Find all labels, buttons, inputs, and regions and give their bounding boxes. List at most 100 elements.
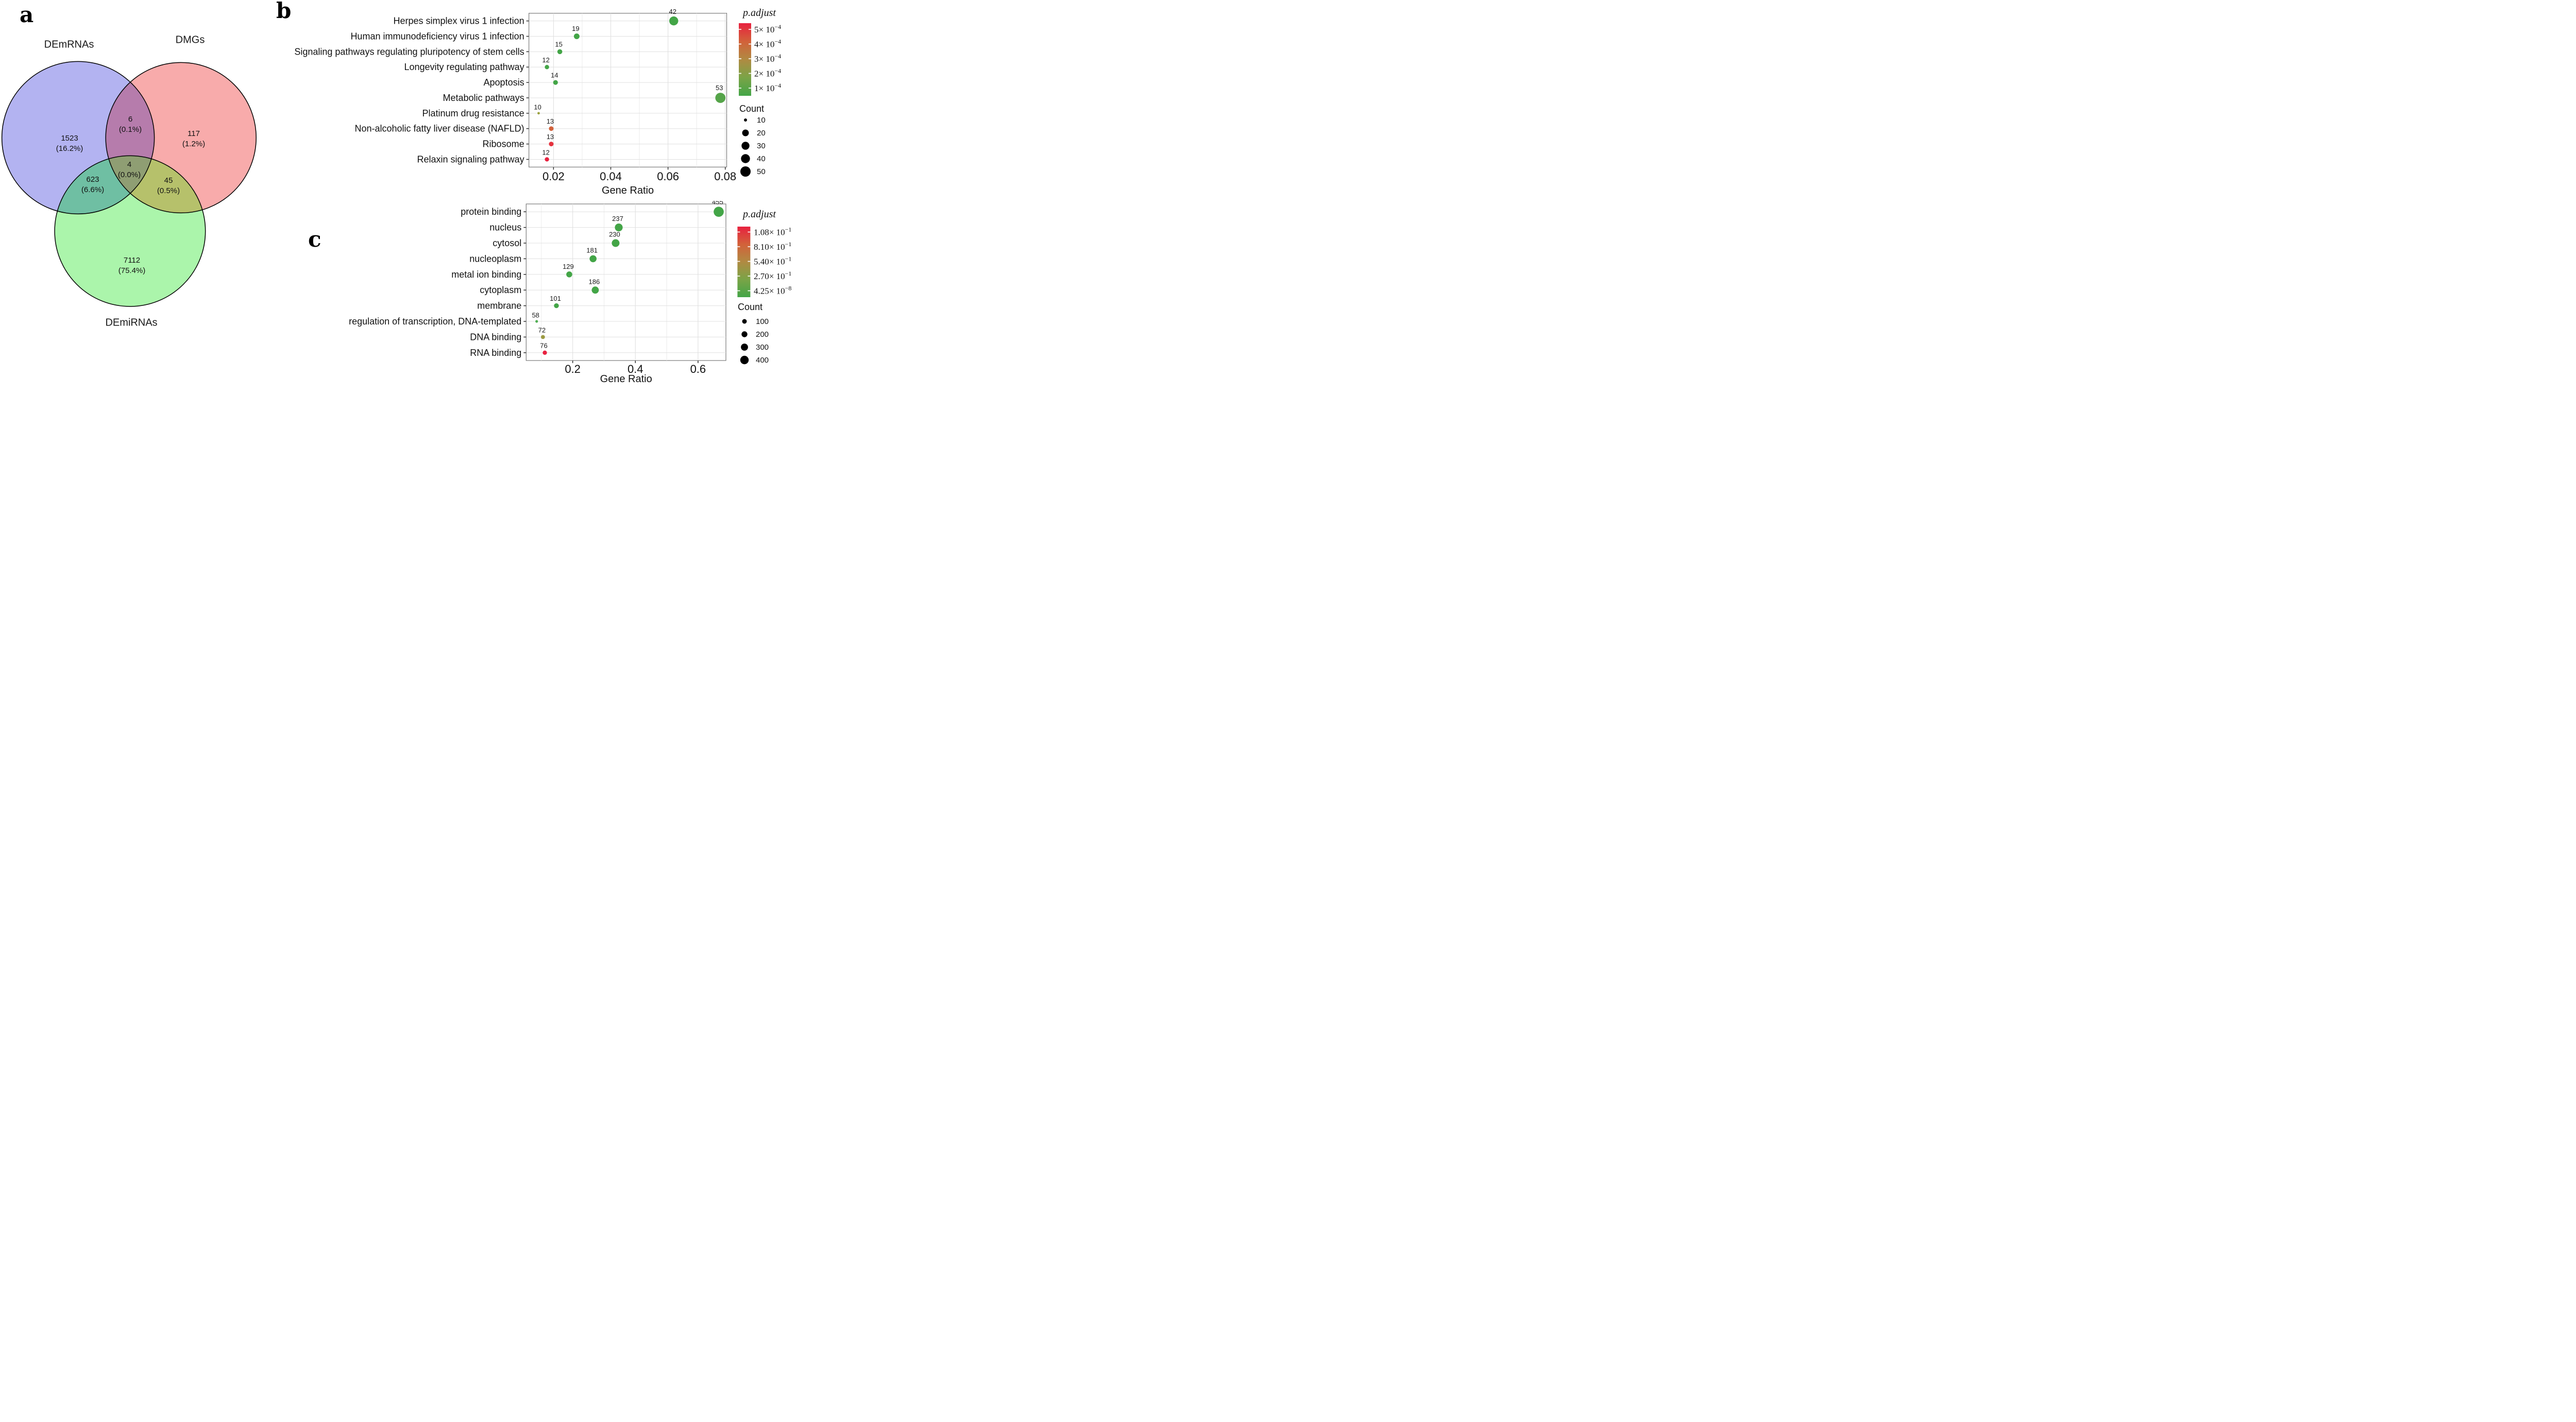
count-label: 58	[532, 311, 539, 319]
venn-set-label-demirnas: DEmiRNAs	[105, 317, 158, 329]
region-value: 45	[164, 176, 173, 185]
data-point	[549, 142, 554, 147]
panel-letter-c: c	[308, 227, 321, 252]
venn-outline	[105, 62, 257, 214]
count-legend-label: 10	[757, 116, 766, 125]
data-point	[591, 286, 599, 294]
region-value: 4	[127, 160, 132, 169]
count-label: 42	[669, 8, 676, 15]
y-axis-label: Longevity regulating pathway	[404, 62, 524, 72]
padjust-legend-title: p.adjust	[742, 209, 776, 220]
y-axis-label: Non-alcoholic fatty liver disease (NAFLD…	[354, 124, 524, 134]
count-label: 186	[589, 278, 600, 285]
y-axis-label: DNA binding	[470, 332, 521, 342]
count-label: 237	[612, 215, 623, 222]
y-axis-label: RNA binding	[470, 348, 521, 358]
padjust-legend-label: 2× 10−4	[754, 67, 781, 79]
x-tick-label: 0.6	[690, 363, 706, 375]
x-tick-label: 0.4	[628, 363, 643, 375]
count-label: 12	[542, 148, 549, 156]
x-tick-label: 0.2	[565, 363, 581, 375]
data-point	[573, 33, 580, 40]
count-legend-dot	[741, 331, 748, 337]
count-label: 12	[542, 56, 549, 64]
venn-outline	[1, 61, 155, 215]
x-tick-label: 0.08	[714, 170, 736, 183]
padjust-legend-label: 5.40× 10−16	[754, 255, 791, 267]
figure: a b c DEmRNAs DMGs DEmiRNAs 1523 (16.2%)…	[0, 0, 791, 383]
data-point	[612, 239, 620, 247]
padjust-legend-label: 2.70× 10−16	[754, 270, 791, 281]
region-percent: (75.4%)	[118, 266, 146, 275]
data-point	[714, 207, 724, 217]
region-percent: (0.0%)	[117, 170, 141, 179]
venn-region-center: 4 (0.0%)	[118, 160, 141, 180]
y-axis-label: Ribosome	[483, 139, 524, 149]
count-label: 455	[712, 201, 723, 205]
y-axis-label: membrane	[477, 301, 521, 311]
data-point	[549, 126, 554, 131]
region-percent: (16.2%)	[56, 144, 83, 153]
count-label: 13	[547, 133, 554, 141]
count-legend-label: 300	[756, 343, 769, 352]
count-label: 76	[540, 342, 547, 350]
padjust-legend-label: 4.25× 10−83	[754, 285, 791, 296]
region-value: 6	[128, 115, 133, 124]
padjust-legend-label: 4× 10−4	[754, 38, 781, 49]
count-legend-dot	[740, 355, 749, 365]
y-axis-label: Metabolic pathways	[443, 93, 524, 103]
region-percent: (6.6%)	[81, 185, 105, 194]
y-axis-label: Relaxin signaling pathway	[417, 154, 524, 164]
padjust-legend-label: 5× 10−4	[754, 23, 781, 35]
data-point	[557, 49, 563, 55]
x-axis-title: Gene Ratio	[602, 185, 654, 196]
count-label: 14	[551, 72, 558, 79]
count-label: 72	[538, 327, 546, 334]
venn-set-label-demrnas: DEmRNAs	[44, 39, 94, 50]
y-axis-label: cytosol	[493, 238, 521, 248]
x-tick-label: 0.02	[543, 170, 565, 183]
count-label: 181	[586, 247, 598, 254]
y-axis-label: Apoptosis	[484, 77, 524, 88]
venn-diagram	[1, 61, 257, 307]
region-value: 623	[86, 175, 99, 184]
region-percent: (0.1%)	[118, 125, 142, 134]
y-axis-label: Herpes simplex virus 1 infection	[393, 16, 524, 26]
venn-overlap-dmgs-demirnas	[106, 156, 206, 213]
y-axis-label: Platinum drug resistance	[422, 108, 524, 118]
data-point	[537, 112, 540, 115]
venn-region-demrnas-demirnas: 623 (6.6%)	[81, 175, 104, 195]
venn-overlap-demrnas-demirnas	[55, 156, 155, 214]
count-label: 13	[547, 117, 554, 125]
data-point	[545, 157, 549, 162]
count-label: 101	[550, 295, 561, 302]
region-value: 7112	[123, 256, 141, 265]
data-point	[540, 335, 545, 339]
count-legend-label: 100	[756, 317, 769, 326]
region-percent: (1.2%)	[182, 140, 206, 148]
count-legend-dot	[742, 129, 749, 136]
region-value: 117	[188, 129, 200, 138]
data-point	[554, 303, 559, 309]
padjust-legend-label: 3× 10−4	[754, 53, 781, 64]
y-axis-label: nucleus	[489, 222, 521, 233]
region-value: 1523	[61, 134, 78, 143]
y-axis-label: Human immunodeficiency virus 1 infection	[350, 31, 524, 42]
venn-outline	[54, 155, 206, 307]
venn-region-demrnas-dmgs: 6 (0.1%)	[119, 114, 142, 135]
data-point	[715, 93, 726, 103]
venn-region-dmgs-only: 117 (1.2%)	[182, 129, 205, 149]
count-legend-title: Count	[739, 104, 764, 114]
data-point	[615, 224, 623, 232]
go-dotplot: protein bindingnucleuscytosolnucleoplasm…	[349, 201, 791, 383]
venn-region-demrnas-only: 1523 (16.2%)	[56, 133, 83, 154]
venn-set-label-dmgs: DMGs	[175, 34, 205, 46]
y-axis-label: metal ion binding	[451, 269, 521, 280]
venn-region-demirnas-only: 7112 (75.4%)	[118, 255, 146, 276]
region-percent: (0.5%)	[157, 186, 180, 195]
panel-letter-b: b	[276, 0, 292, 23]
plot-area	[529, 13, 727, 168]
count-legend-dot	[744, 118, 747, 122]
y-axis-label: Signaling pathways regulating pluripoten…	[294, 46, 524, 57]
